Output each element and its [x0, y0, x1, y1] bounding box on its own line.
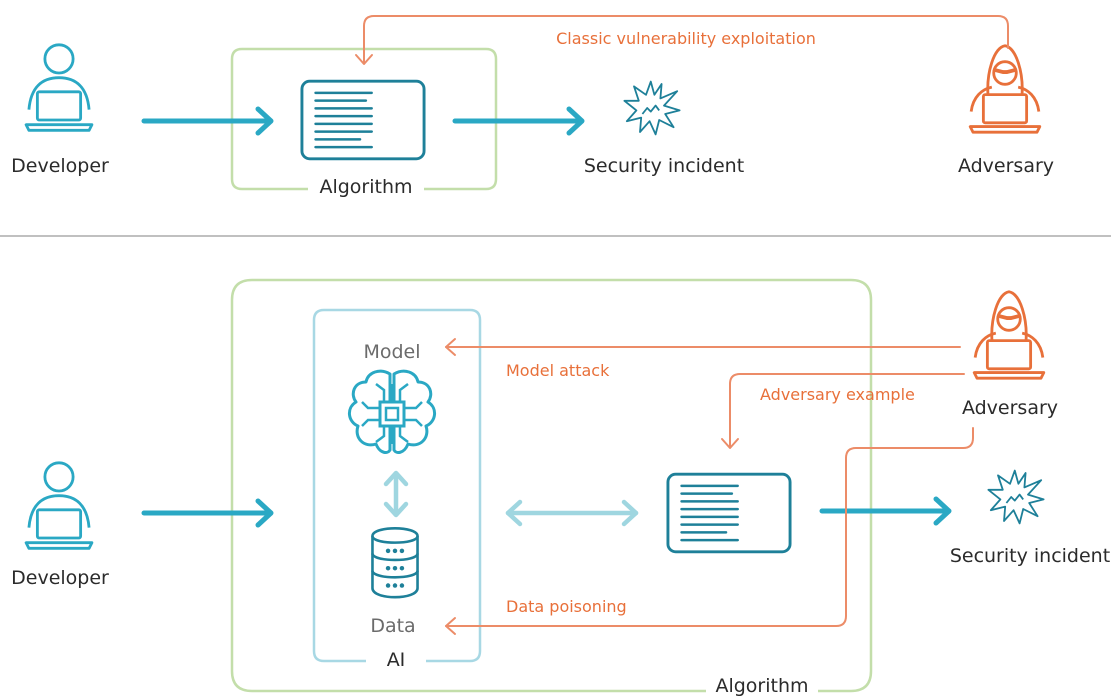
data-poisoning-arrow [445, 427, 974, 635]
top-developer-icon [26, 45, 92, 131]
data-database-icon [372, 528, 417, 597]
model-brain-icon [349, 371, 434, 452]
model-label: Model [363, 341, 420, 363]
ai-algorithm-link-arrow [505, 499, 639, 527]
bottom-algorithm-label: Algorithm [715, 675, 808, 697]
top-algorithm-label: Algorithm [319, 176, 412, 198]
bottom-adversary-label: Adversary [962, 397, 1058, 419]
model-attack-arrow [445, 338, 961, 356]
bottom-incident-label: Security incident [950, 545, 1110, 567]
top-incident-burst-icon [624, 82, 679, 135]
top-scenario: Algorithm Developer Security incident [11, 15, 1054, 198]
ai-label: AI [387, 649, 406, 671]
top-algorithm-doc-icon [302, 81, 424, 159]
bottom-scenario: Algorithm AI Model Data Developer [11, 278, 1110, 697]
top-attack-label: Classic vulnerability exploitation [556, 29, 816, 48]
bottom-algorithm-doc-icon [668, 474, 790, 552]
bottom-developer-icon [26, 463, 92, 549]
adversary-example-arrow [721, 373, 965, 449]
bottom-algorithm-box [230, 278, 873, 693]
top-developer-label: Developer [11, 155, 109, 177]
data-poisoning-label: Data poisoning [506, 597, 627, 616]
bottom-developer-label: Developer [11, 567, 109, 589]
top-incident-label: Security incident [584, 155, 744, 177]
ai-box [312, 308, 482, 663]
bottom-arrow-to-incident [819, 496, 952, 526]
adversary-example-label: Adversary example [760, 385, 915, 404]
data-label: Data [370, 615, 415, 637]
bottom-adversary-icon [974, 292, 1044, 378]
top-adversary-icon [970, 46, 1040, 132]
model-attack-label: Model attack [506, 361, 610, 380]
model-data-link-arrow [383, 470, 409, 518]
top-arrow-to-algorithm [141, 106, 274, 136]
top-attack-arrow [355, 15, 1009, 65]
bottom-arrow-to-ai [141, 498, 274, 528]
top-arrow-to-incident [452, 106, 585, 136]
bottom-incident-burst-icon [988, 471, 1043, 524]
top-adversary-label: Adversary [958, 155, 1054, 177]
